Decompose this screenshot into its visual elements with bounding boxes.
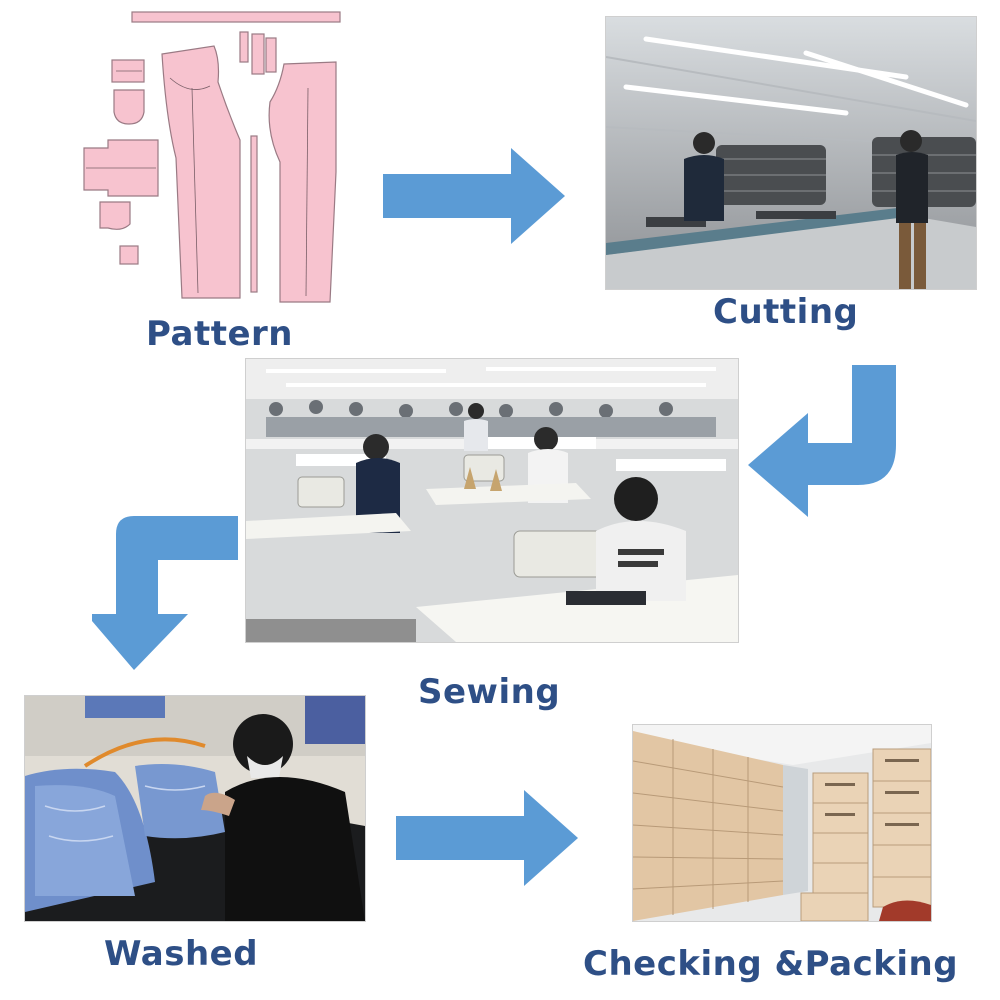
- packing-photo: [632, 724, 932, 922]
- stage-label-pattern: Pattern: [146, 314, 293, 354]
- sewing-photo: [245, 358, 739, 643]
- cutting-photo: [605, 16, 977, 290]
- arrow-right-icon: [383, 148, 565, 248]
- stage-label-cutting: Cutting: [713, 292, 859, 332]
- arrow-right-icon: [396, 790, 578, 890]
- stage-label-checking-packing: Checking &Packing: [583, 944, 959, 984]
- pattern-illustration: [80, 8, 345, 303]
- stage-label-sewing: Sewing: [418, 672, 561, 712]
- washed-photo: [24, 695, 366, 922]
- arrow-turn-left-down-icon: [86, 514, 238, 674]
- arrow-turn-down-left-icon: [748, 365, 898, 524]
- stage-label-washed: Washed: [104, 934, 259, 974]
